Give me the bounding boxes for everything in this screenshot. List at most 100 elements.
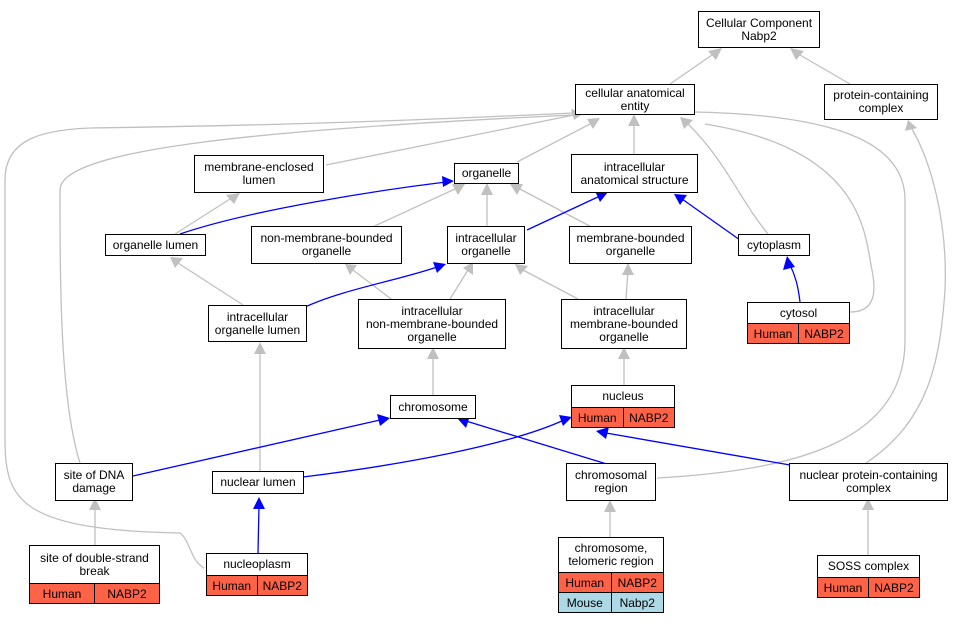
- gene-cell: NABP2: [94, 584, 159, 603]
- node-nucleoplasm[interactable]: nucleoplasm Human NABP2: [206, 553, 308, 596]
- species-cell: Human: [572, 408, 623, 427]
- annotation-row-human: Human NABP2: [818, 577, 919, 597]
- arrow-dna-from-dsb: [89, 498, 101, 510]
- arrow-nmbo-from-inmbo: [345, 264, 357, 275]
- edge-olu-mel: [174, 198, 231, 235]
- gene-cell: NABP2: [622, 408, 674, 427]
- arrow-io-from-imbo: [515, 264, 528, 275]
- edge-olu-org: [179, 181, 447, 235]
- edge-cyt-ias: [681, 198, 741, 241]
- node-intracellular-organelle[interactable]: intracellular organelle: [447, 226, 525, 264]
- node-title: cytosol: [748, 303, 849, 323]
- arrow-io-from-iol: [433, 262, 446, 273]
- arrow-mbo-from-imbo: [622, 263, 634, 275]
- edge-inmbo-io: [449, 269, 469, 300]
- arrow-chr-from-dna: [377, 414, 390, 426]
- edge-cytosol-cae: [704, 123, 875, 313]
- edge-dna-cae: [59, 114, 575, 464]
- arrow-org-from-mbo: [510, 184, 523, 195]
- node-organelle-lumen[interactable]: organelle lumen: [105, 234, 206, 256]
- species-cell: Human: [207, 576, 257, 595]
- edge-cae-root: [669, 54, 713, 85]
- annotation-row-human: Human NABP2: [559, 572, 663, 592]
- edge-iol-io: [302, 266, 438, 309]
- edge-npcc-pcc: [865, 128, 946, 464]
- annotation-row-human: Human NABP2: [30, 583, 159, 603]
- node-protein-containing-complex[interactable]: protein-containing complex: [824, 84, 938, 120]
- node-site-of-dna-damage[interactable]: site of DNA damage: [55, 463, 133, 501]
- species-cell: Human: [30, 584, 94, 603]
- arrow-imbo-from-nucleus: [618, 347, 630, 359]
- edge-io-ias: [526, 195, 601, 231]
- gene-cell: NABP2: [798, 324, 849, 343]
- node-chromosome[interactable]: chromosome: [390, 395, 476, 419]
- node-intracellular-non-membrane-bounded-organelle[interactable]: intracellular non-membrane-bounded organ…: [358, 299, 506, 349]
- arrow-ias-from-io: [595, 191, 608, 202]
- gene-cell: Nabp2: [610, 593, 663, 612]
- arrow-inmbo-from-chr: [427, 347, 439, 359]
- edge-mel-cae: [325, 114, 575, 166]
- edge-iol-olu: [177, 262, 244, 306]
- species-cell: Human: [748, 324, 798, 343]
- edge-nlu-nucleus: [302, 419, 565, 478]
- species-cell: Human: [818, 578, 868, 597]
- node-intracellular-anatomical-structure[interactable]: intracellular anatomical structure: [571, 154, 698, 193]
- node-site-of-double-strand-break[interactable]: site of double-strand break Human NABP2: [29, 545, 160, 604]
- arrow-cyt-from-cytosol: [783, 256, 795, 270]
- annotation-row-human: Human NABP2: [748, 323, 849, 343]
- node-organelle[interactable]: organelle: [454, 163, 519, 184]
- species-cell: Mouse: [559, 593, 611, 612]
- gene-cell: NABP2: [610, 573, 663, 592]
- node-cellular-anatomical-entity[interactable]: cellular anatomical entity: [575, 84, 695, 115]
- node-nuclear-protein-containing-complex[interactable]: nuclear protein-containing complex: [789, 463, 948, 501]
- edge-pcc-root: [799, 54, 851, 85]
- arrow-npcc-from-soss: [862, 498, 874, 510]
- edge-imbo-io: [522, 269, 579, 300]
- arrow-root-from-cae: [708, 48, 722, 60]
- node-nuclear-lumen[interactable]: nuclear lumen: [212, 471, 304, 494]
- node-cytosol[interactable]: cytosol Human NABP2: [747, 302, 850, 344]
- arrow-cae-from-org: [587, 118, 600, 129]
- arrow-mel-from-olu: [226, 193, 240, 204]
- arrow-org-from-io: [481, 183, 493, 195]
- node-chromosome-telomeric-region[interactable]: chromosome, telomeric region Human NABP2…: [558, 537, 664, 613]
- arrow-io-from-inmbo: [463, 262, 473, 275]
- node-title: nucleoplasm: [207, 554, 307, 575]
- node-intracellular-organelle-lumen[interactable]: intracellular organelle lumen: [208, 305, 307, 342]
- node-title: chromosome, telomeric region: [559, 538, 663, 572]
- arrow-iol-from-nlu: [254, 342, 266, 354]
- node-nucleus[interactable]: nucleus Human NABP2: [571, 385, 675, 428]
- annotation-row-mouse: Mouse Nabp2: [559, 592, 663, 612]
- edge-npcc-nucleus: [605, 432, 791, 466]
- node-membrane-enclosed-lumen[interactable]: membrane-enclosed lumen: [194, 155, 324, 193]
- species-cell: Human: [559, 573, 611, 592]
- node-cellular-component-nabp2[interactable]: Cellular Component Nabp2: [698, 11, 820, 48]
- node-intracellular-membrane-bounded-organelle[interactable]: intracellular membrane-bounded organelle: [561, 299, 687, 349]
- arrow-org-from-nmbo: [452, 184, 465, 195]
- edge-mbo-org: [519, 188, 598, 231]
- arrow-org-from-olu: [442, 176, 454, 187]
- arrow-nucleus-from-nlu: [559, 415, 572, 426]
- annotation-row-human: Human NABP2: [207, 575, 307, 595]
- arrow-pcc-from-npcc: [905, 120, 917, 131]
- arrow-cae-from-cyt: [680, 117, 693, 129]
- node-cytoplasm[interactable]: cytoplasm: [738, 234, 810, 256]
- edge-nucleoplasm-nlu: [257, 504, 260, 554]
- node-soss-complex[interactable]: SOSS complex Human NABP2: [817, 555, 920, 598]
- node-chromosomal-region[interactable]: chromosomal region: [566, 463, 656, 501]
- arrow-cae-from-ias: [628, 114, 640, 126]
- edge-org-cae: [516, 123, 591, 163]
- edge-dna-chr: [132, 419, 381, 477]
- edge-nucleoplasm-cae: [4, 112, 575, 569]
- node-non-membrane-bounded-organelle[interactable]: non-membrane-bounded organelle: [251, 226, 402, 264]
- node-membrane-bounded-organelle[interactable]: membrane-bounded organelle: [569, 226, 692, 264]
- node-title: nucleus: [572, 386, 674, 407]
- edge-nmbo-org: [365, 188, 456, 231]
- edge-chreg-chr: [465, 420, 611, 466]
- arrow-root-from-pcc: [790, 48, 804, 60]
- arrow-nucleus-from-npcc: [596, 427, 609, 439]
- gene-cell: NABP2: [256, 576, 307, 595]
- arrow-chreg-from-telo: [604, 500, 616, 512]
- arrow-ias-from-cyt: [674, 194, 687, 205]
